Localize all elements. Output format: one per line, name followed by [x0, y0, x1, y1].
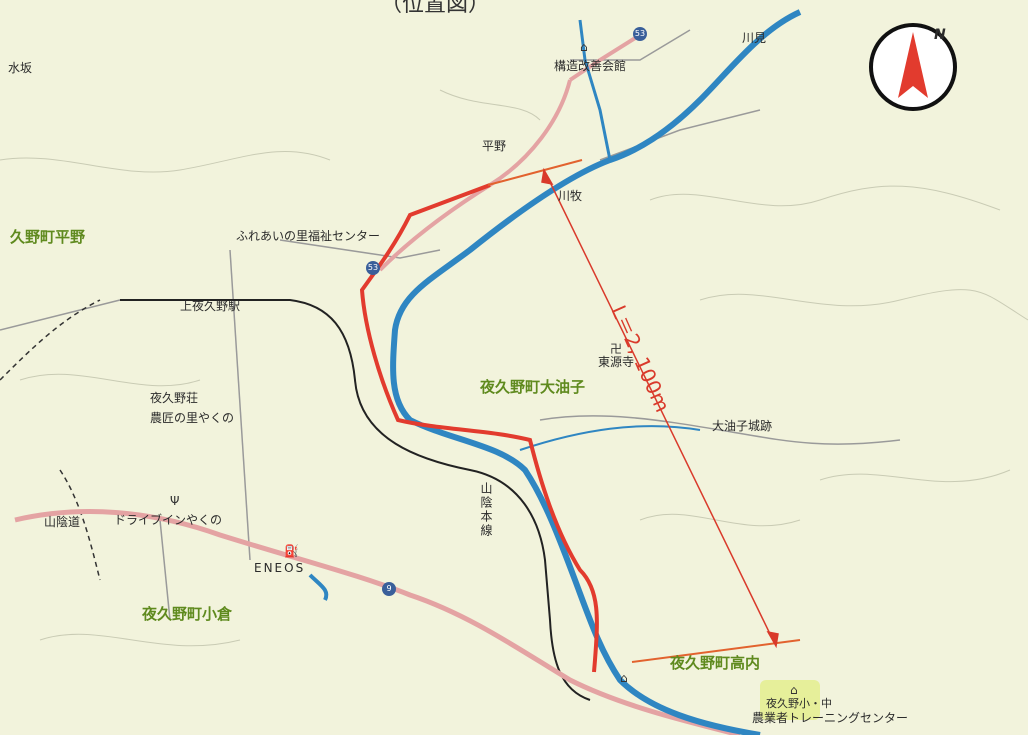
label-drive-in: ドライブインやくの: [114, 513, 223, 527]
pond: [308, 573, 329, 601]
label-kawami: 川見: [742, 31, 767, 45]
label-yakuno-hirano: 久野町平野: [10, 228, 86, 246]
label-yakuno-so: 夜久野荘: [150, 391, 199, 405]
map-title: （位置図）: [380, 0, 491, 17]
label-tougenji: 東源寺: [598, 355, 635, 369]
school-icon: ⌂: [790, 683, 798, 697]
public-hall-icon: ⌂: [580, 40, 588, 54]
temple-icon: 卍: [610, 342, 623, 356]
route-53-north: [568, 33, 642, 82]
boundary-line: [0, 299, 101, 581]
compass-letter: N: [934, 27, 946, 43]
railway-line: [120, 299, 591, 701]
label-yakuno-oyushi: 夜久野町大油子: [480, 378, 586, 396]
label-mizusaka: 水坂: [8, 61, 33, 75]
label-kamiyakuno-station: 上夜久野駅: [180, 299, 241, 313]
minor-roads: [0, 29, 901, 621]
national-route-9: [14, 509, 741, 735]
restaurant-icon: Ψ: [170, 494, 180, 508]
route-9-shield-icon: 9: [382, 582, 396, 596]
label-kawamaki: 川牧: [558, 189, 583, 203]
contour-lines: [0, 89, 1028, 647]
label-yakuno-takauchi: 夜久野町高内: [670, 654, 761, 672]
start-marker-line: [487, 159, 583, 186]
label-hirano: 平野: [482, 139, 507, 153]
label-school: 夜久野小・中: [766, 697, 832, 710]
river: [390, 9, 802, 735]
label-kozo-kaizen-kaikan: 構造改善会館: [554, 59, 627, 73]
label-yakuno-ogura: 夜久野町小倉: [142, 605, 233, 623]
label-oyushi-castle: 大油子城跡: [712, 419, 773, 433]
north-arrow-icon: [868, 22, 958, 112]
improvement-route: [359, 183, 599, 673]
school-area: [760, 680, 820, 720]
end-marker-line: [631, 639, 801, 663]
route-53-shield-icon: 53: [633, 27, 647, 41]
label-fureai: ふれあいの里福祉センター: [236, 229, 381, 243]
route-53-road: [378, 79, 572, 272]
label-sanindo: 山陰道: [44, 515, 81, 529]
building-icon: ⌂: [620, 671, 628, 685]
label-eneos: ENEOS: [254, 561, 306, 575]
route-53-shield-icon-south: 53: [366, 261, 380, 275]
label-nouen: 農匠の里やくの: [150, 411, 235, 425]
river-tributary-east: [519, 425, 701, 451]
label-sanin-honsen: 山陰本線: [479, 482, 493, 538]
label-training-center: 農業者トレーニングセンター: [752, 711, 909, 725]
gas-station-icon: ⛽: [284, 544, 299, 558]
river-tributary-north: [578, 19, 612, 161]
length-dimension-arrow: [541, 167, 779, 649]
